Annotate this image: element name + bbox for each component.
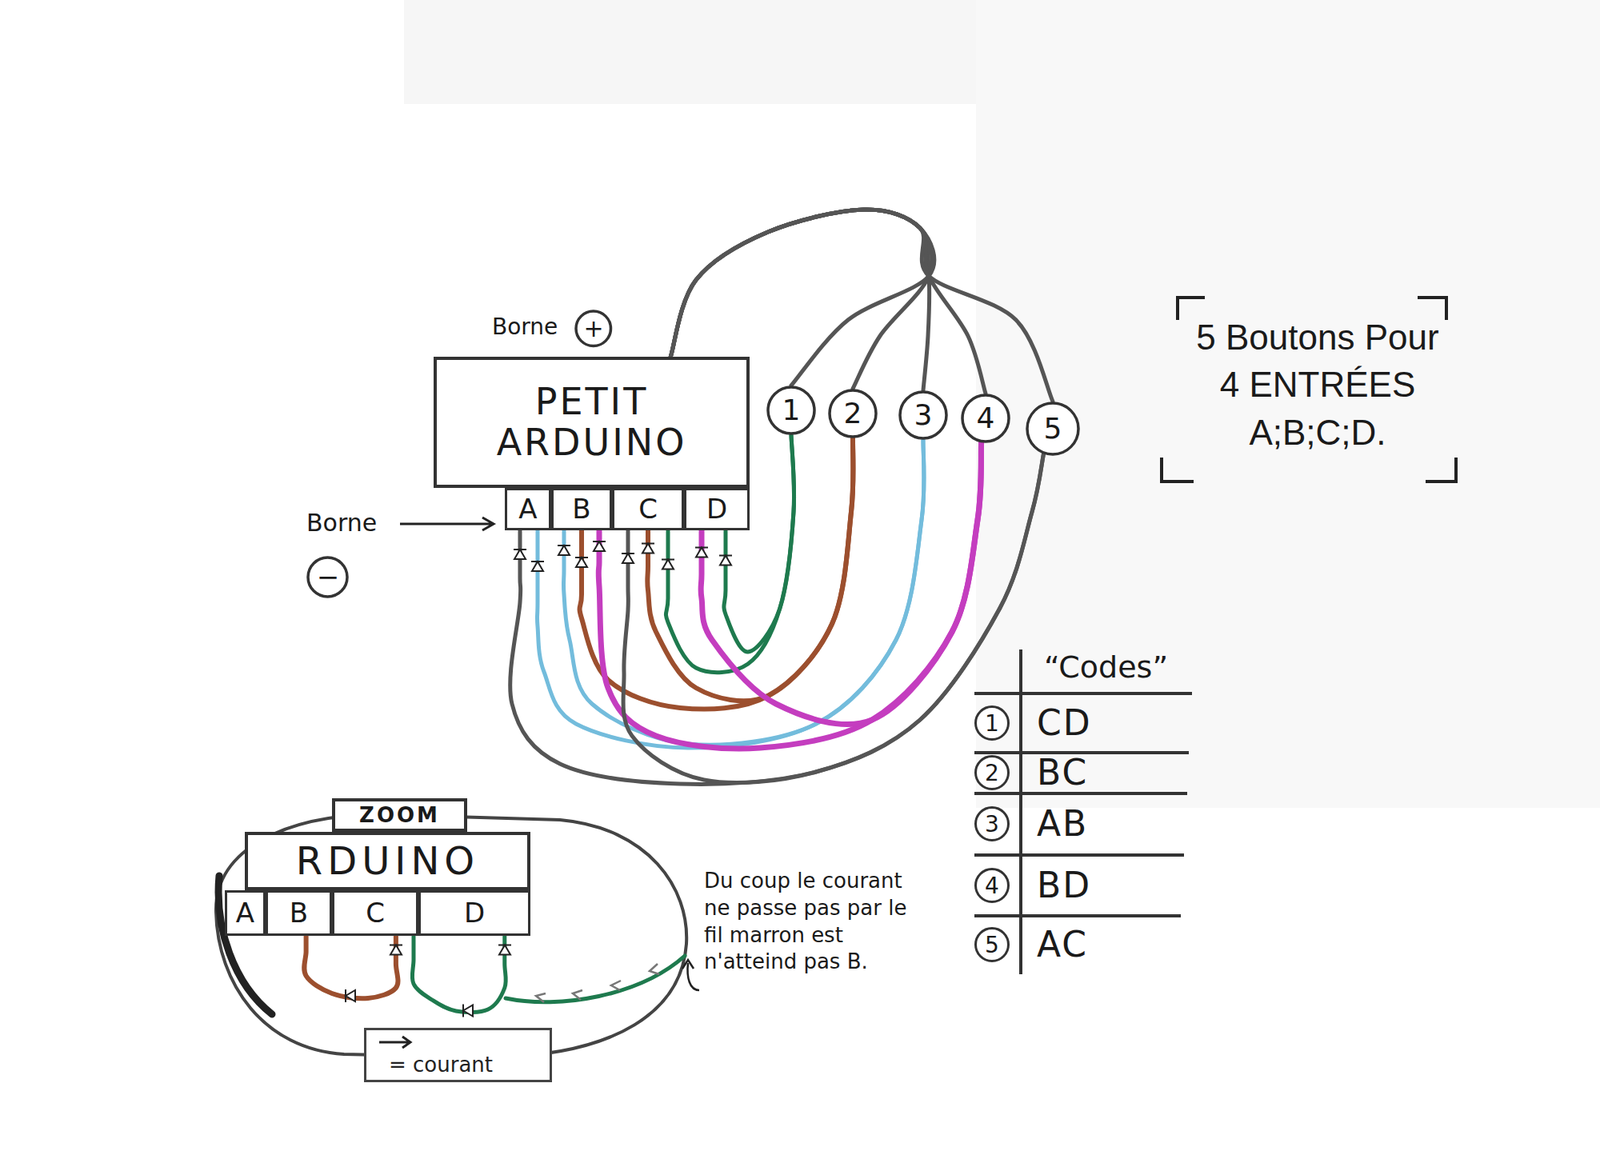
node-text: A [518,494,537,524]
circle-outline [576,311,611,346]
wire [304,936,398,999]
wire [412,936,506,1013]
node-text: + [583,315,604,342]
node-text: 2 [844,397,863,430]
pin-box: A [224,890,266,936]
note: Du coup le courant ne passe pas par le f… [704,868,919,976]
terminal-symbol: − [306,556,349,599]
circle-outline [768,387,815,434]
circle-outline [962,395,1009,442]
node-text: 4 [976,402,996,435]
current-arrow [536,964,660,1003]
code-cell: AB [1036,804,1088,844]
leader-line [682,960,700,991]
code-cell: CD [1036,704,1092,743]
terminal-label: Borne [306,508,377,537]
button-circle: 2 [828,388,878,439]
wire [623,454,1044,784]
arduino-board: RDUINO [244,832,531,891]
circle-outline [900,392,947,439]
pin-box: B [551,488,612,531]
callout-number: 5 [974,927,1010,963]
wire [505,956,685,1003]
node-text: D [706,494,728,524]
pin-box: A [504,488,552,531]
legend-arrow [374,1032,423,1053]
callout-number: 4 [974,868,1010,904]
zoom-outline [216,814,687,1058]
zoom-tag: ZOOM [332,798,468,833]
callout-number: 2 [974,755,1010,791]
circle-outline [829,390,876,437]
node-text: ZOOM [359,804,440,828]
pin-box: B [265,890,332,936]
code-cell: BD [1036,866,1092,905]
diode-symbol [345,541,732,1018]
node-text: C [638,494,658,524]
node-text: A [236,898,255,928]
circle-outline [308,557,348,597]
node-text: − [316,562,340,592]
table-header: “Codes” [1044,649,1168,685]
arduino-board: PETIT ARDUINO [433,356,750,488]
zoom-outline [218,876,272,1015]
pin-box: C [332,890,419,936]
node-text: 3 [914,399,933,432]
node-text: C [365,898,385,928]
legend-arrow [379,1036,411,1048]
node-text: RDUINO [296,840,480,883]
node-text: 1 [782,394,801,427]
paper-show-through [976,0,1600,808]
node-text: 5 [1044,412,1063,445]
node-text: B [572,494,591,524]
legend-text: = courant [388,1052,493,1077]
code-cell: AC [1036,925,1088,964]
node-text: D [464,898,485,928]
callout-number: 3 [974,806,1010,842]
paper-show-through [404,0,980,104]
table-line [974,649,1192,975]
node-text: B [289,898,308,928]
pointer-arrow [400,517,494,531]
title-bracket [1161,297,1456,482]
pin-box: C [612,488,684,531]
button-circle: 3 [898,390,948,440]
circle-outline [1027,403,1079,455]
callout-number: 1 [974,705,1010,741]
title: 5 Boutons Pour 4 ENTRÉES A;B;C;D. [1188,313,1447,456]
pin-box: D [684,488,750,531]
pin-box: D [418,890,531,936]
legend-entry: = courant [364,1028,552,1083]
wire [598,443,981,749]
terminal-label: Borne [492,313,558,340]
terminal-symbol: + [574,309,612,348]
button-circle: 4 [960,393,1011,444]
wire [510,454,1044,785]
node-text: PETIT ARDUINO [460,381,724,463]
button-circle: 1 [766,385,816,436]
code-cell: BC [1036,753,1088,792]
button-circle: 5 [1025,401,1080,456]
